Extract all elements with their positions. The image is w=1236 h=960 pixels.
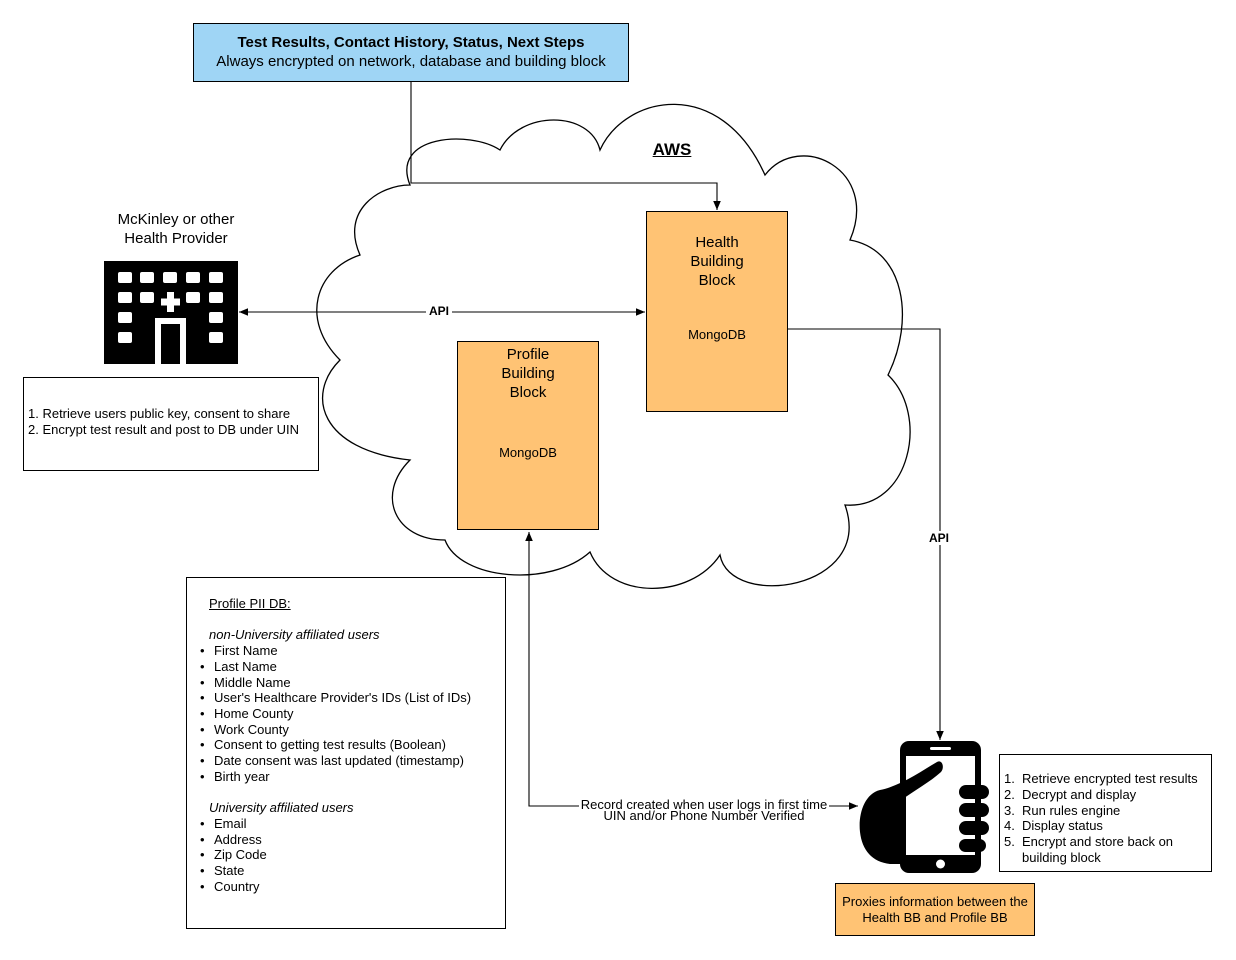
pii-field-item: Last Name bbox=[200, 659, 505, 675]
pii-field-item: Work County bbox=[200, 722, 505, 738]
provider-title: McKinley or other Health Provider bbox=[66, 210, 286, 248]
health-bb-title-line-2: Building bbox=[690, 253, 744, 270]
pii-group2-title: University affiliated users bbox=[209, 800, 354, 816]
provider-steps-box: 1. Retrieve users public key, consent to… bbox=[23, 377, 319, 471]
phone-step-text: Decrypt and display bbox=[1022, 786, 1137, 802]
record-created-label: Record created when user logs in first t… bbox=[578, 797, 830, 823]
phone-step-number: 3. bbox=[1004, 802, 1015, 818]
profile-pii-box: Profile PII DB: non-University affiliate… bbox=[186, 577, 506, 929]
provider-title-line-1: McKinley or other bbox=[117, 211, 235, 228]
pii-group1-list: First NameLast NameMiddle NameUser's Hea… bbox=[187, 643, 505, 784]
health-bb-title-line-3: Block bbox=[698, 272, 736, 289]
pii-field-item: State bbox=[200, 863, 505, 879]
proxy-note-box: Proxies information between the Health B… bbox=[835, 883, 1035, 936]
phone-step-number: 5. bbox=[1004, 834, 1015, 850]
phone-step-text: Encrypt and store back on building block bbox=[1022, 834, 1174, 865]
phone-step-number: 2. bbox=[1004, 786, 1015, 802]
pii-field-item: Country bbox=[200, 879, 505, 895]
phone-step-item: 2. Decrypt and display bbox=[1004, 787, 1205, 803]
record-line-1: Record created when user logs in first t… bbox=[578, 797, 830, 812]
phone-steps-box: 1. Retrieve encrypted test results 2. Decry… bbox=[999, 754, 1212, 872]
profile-bb-title-line-2: Building bbox=[501, 365, 555, 382]
phone-api-label: API bbox=[926, 531, 953, 545]
proxy-note-line-1: Proxies information between the bbox=[842, 893, 1028, 909]
pii-field-item: Home County bbox=[200, 706, 505, 722]
phone-step-text: Retrieve encrypted test results bbox=[1022, 771, 1198, 786]
top-to-health-connector bbox=[410, 82, 721, 210]
health-db-label: MongoDB bbox=[688, 327, 746, 342]
pii-heading: Profile PII DB: bbox=[209, 596, 291, 611]
pii-field-item: First Name bbox=[200, 643, 505, 659]
phone-step-text: Run rules engine bbox=[1022, 802, 1121, 818]
phone-in-hand-icon bbox=[859, 741, 989, 873]
pii-field-item: Zip Code bbox=[200, 847, 505, 863]
pii-field-item: User's Healthcare Provider's IDs (List o… bbox=[200, 690, 505, 706]
profile-bb-title-line-1: Profile bbox=[506, 346, 550, 363]
phone-step-item: 4. Display status bbox=[1004, 818, 1205, 834]
hospital-building-icon bbox=[104, 261, 238, 364]
phone-step-item: 5. Encrypt and store back on building blo… bbox=[1004, 834, 1205, 866]
phone-step-item: 3. Run rules engine bbox=[1004, 803, 1205, 819]
record-line-2: UIN and/or Phone Number Verified bbox=[603, 808, 805, 823]
phone-step-number: 4. bbox=[1004, 818, 1015, 834]
pii-field-item: Email bbox=[200, 816, 505, 832]
top-box-subtitle: Always encrypted on network, database an… bbox=[216, 53, 606, 70]
pii-group2-list: EmailAddressZip CodeStateCountry bbox=[187, 816, 505, 895]
profile-bb-title-line-3: Block bbox=[509, 384, 547, 401]
pii-group1-title: non-University affiliated users bbox=[209, 627, 380, 643]
record-connector bbox=[525, 532, 858, 810]
pii-field-item: Birth year bbox=[200, 769, 505, 785]
pii-field-item: Consent to getting test results (Boolean… bbox=[200, 737, 505, 753]
phone-steps-list: 1. Retrieve encrypted test results 2. Decry… bbox=[1004, 771, 1205, 866]
provider-api-label: API bbox=[426, 304, 453, 318]
phone-step-number: 1. bbox=[1004, 771, 1015, 786]
pii-field-item: Address bbox=[200, 832, 505, 848]
phone-api-connector bbox=[754, 325, 944, 740]
profile-db-label: MongoDB bbox=[499, 445, 557, 460]
top-info-box: Test Results, Contact History, Status, N… bbox=[193, 23, 629, 82]
pii-field-item: Date consent was last updated (timestamp… bbox=[200, 753, 505, 769]
provider-title-line-2: Health Provider bbox=[124, 230, 228, 247]
phone-step-text: Display status bbox=[1022, 818, 1103, 834]
pii-field-item: Middle Name bbox=[200, 675, 505, 691]
health-bb-title-line-1: Health bbox=[695, 234, 739, 251]
phone-step-item: 1. Retrieve encrypted test results bbox=[1004, 771, 1205, 787]
proxy-note-line-2: Health BB and Profile BB bbox=[862, 909, 1008, 925]
top-box-title: Test Results, Contact History, Status, N… bbox=[237, 34, 585, 51]
profile-building-block: Profile Building Block bbox=[457, 341, 599, 530]
aws-label: AWS bbox=[652, 140, 692, 159]
aws-cloud-shape bbox=[316, 103, 911, 590]
health-building-block: Health Building Block bbox=[646, 211, 788, 412]
provider-step-2: 2. Encrypt test result and post to DB un… bbox=[28, 422, 299, 437]
provider-step-1: 1. Retrieve users public key, consent to… bbox=[28, 406, 291, 421]
